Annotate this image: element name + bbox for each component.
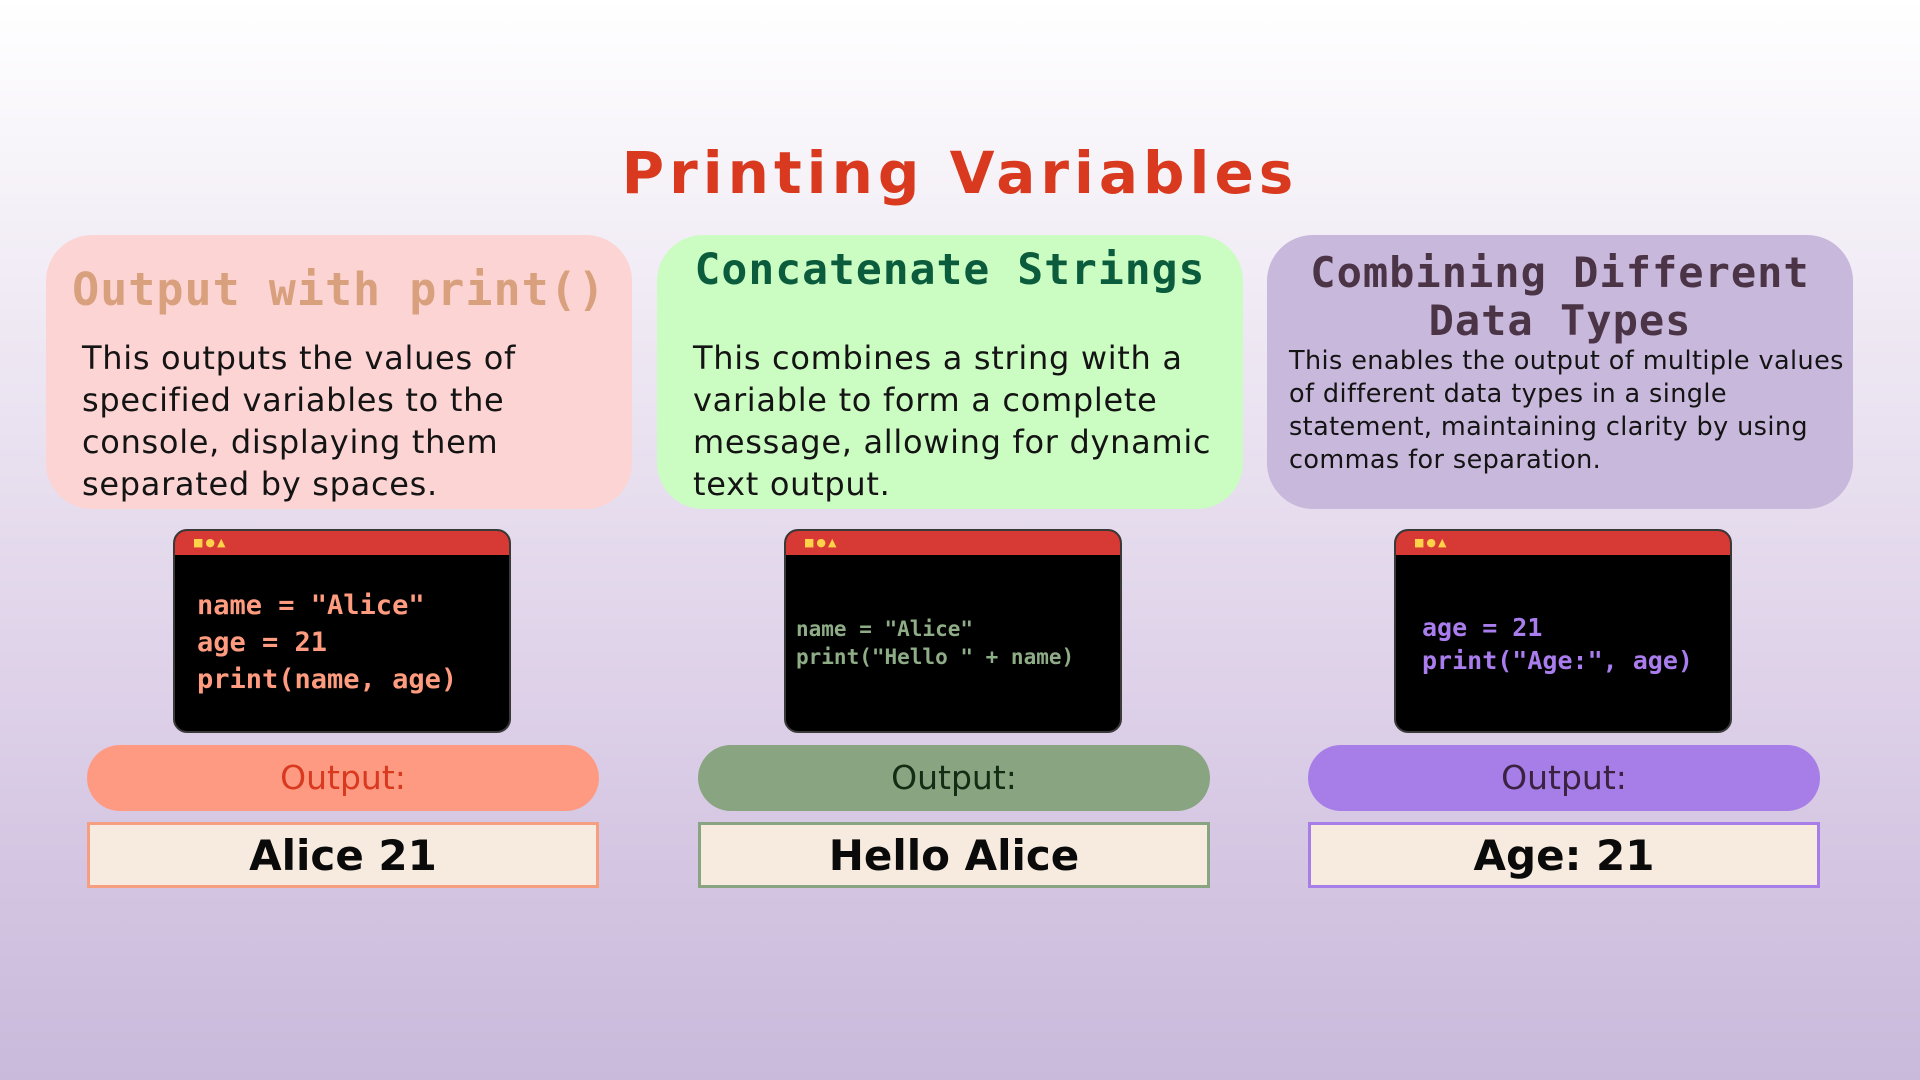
code-snippet: name = "Alice" age = 21 print(name, age) bbox=[197, 590, 458, 695]
card-description: This combines a string with a variable t… bbox=[693, 339, 1212, 503]
window-controls-icon: ■●▲ bbox=[193, 536, 228, 549]
code-window-titlebar: ■●▲ bbox=[786, 531, 1120, 555]
column-print-output: Output with print() This outputs the val… bbox=[46, 0, 632, 1080]
info-card: Combining Different Data Types This enab… bbox=[1267, 235, 1853, 509]
window-controls-icon: ■●▲ bbox=[1414, 536, 1449, 549]
window-controls-icon: ■●▲ bbox=[804, 536, 839, 549]
card-description: This enables the output of multiple valu… bbox=[1289, 346, 1844, 475]
output-label: Output: bbox=[87, 745, 599, 811]
output-value: Age: 21 bbox=[1308, 822, 1820, 888]
output-label: Output: bbox=[698, 745, 1210, 811]
card-heading: Concatenate Strings bbox=[694, 245, 1206, 295]
column-concatenate-strings: Concatenate Strings This combines a stri… bbox=[657, 0, 1243, 1080]
code-window: ■●▲ name = "Alice" print("Hello " + name… bbox=[784, 529, 1122, 733]
card-heading: Output with print() bbox=[72, 263, 606, 316]
code-window-titlebar: ■●▲ bbox=[175, 531, 509, 555]
card-description: This outputs the values of specified var… bbox=[82, 339, 516, 503]
output-value: Alice 21 bbox=[87, 822, 599, 888]
card-heading: Combining Different Data Types bbox=[1310, 248, 1810, 345]
page-title: Printing Variables bbox=[621, 139, 1299, 207]
output-label: Output: bbox=[1308, 745, 1820, 811]
column-combining-data-types: Combining Different Data Types This enab… bbox=[1267, 0, 1853, 1080]
code-snippet: name = "Alice" print("Hello " + name) bbox=[796, 617, 1075, 669]
info-card: Concatenate Strings This combines a stri… bbox=[657, 235, 1243, 509]
info-card: Output with print() This outputs the val… bbox=[46, 235, 632, 509]
code-window-titlebar: ■●▲ bbox=[1396, 531, 1730, 555]
output-value: Hello Alice bbox=[698, 822, 1210, 888]
code-window: ■●▲ age = 21 print("Age:", age) bbox=[1394, 529, 1732, 733]
code-window: ■●▲ name = "Alice" age = 21 print(name, … bbox=[173, 529, 511, 733]
code-snippet: age = 21 print("Age:", age) bbox=[1422, 613, 1693, 675]
